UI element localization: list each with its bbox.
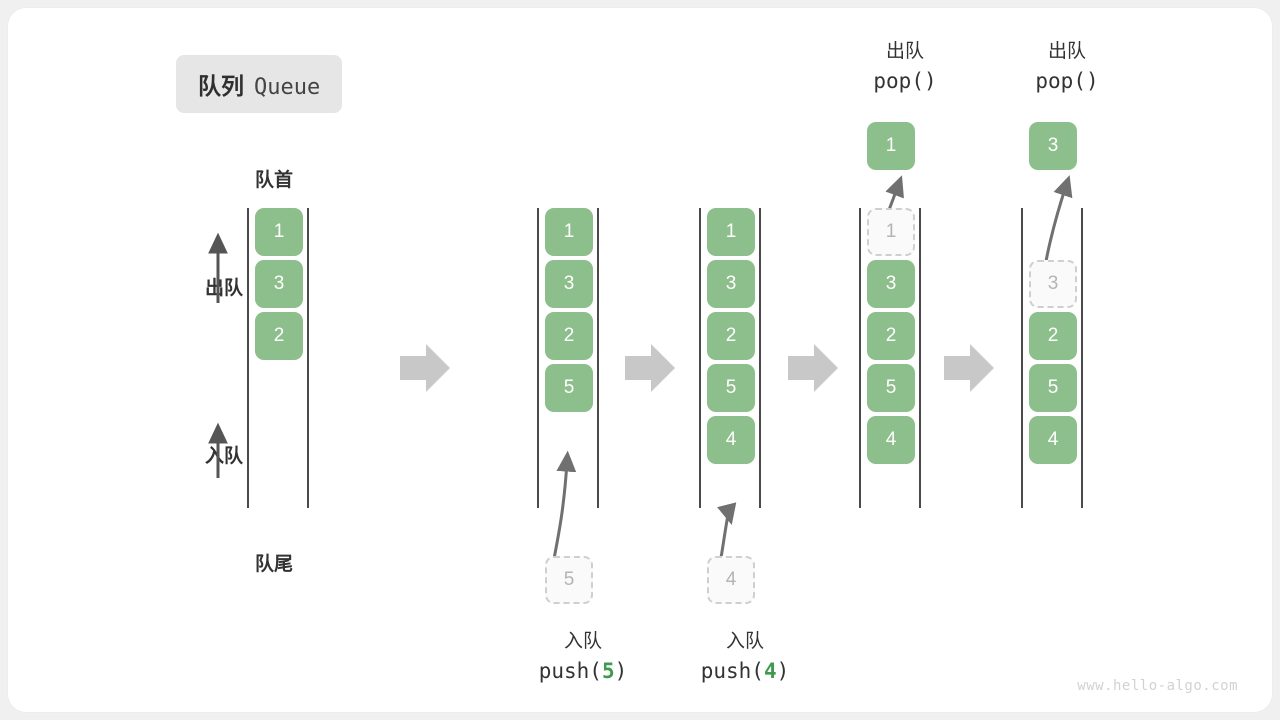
queue-cell: 5 bbox=[1029, 364, 1077, 412]
queue-rail-left bbox=[247, 208, 249, 508]
head-label: 队首 bbox=[254, 170, 293, 191]
queue-rails bbox=[523, 208, 643, 508]
tail-label: 队尾 bbox=[254, 554, 293, 575]
caption-label: 入队 bbox=[725, 631, 764, 652]
popped-element: 1 bbox=[867, 122, 915, 170]
caption-pop: 出队 pop() bbox=[815, 38, 995, 96]
title-english: Queue bbox=[254, 75, 321, 100]
queue-cell: 3 bbox=[255, 260, 303, 308]
caption-label: 出队 bbox=[885, 41, 924, 62]
queue-rail-left bbox=[859, 208, 861, 508]
queue-cell: 3 bbox=[707, 260, 755, 308]
enqueue-label: 入队 bbox=[204, 446, 243, 467]
caption-code-argument: 4 bbox=[763, 658, 777, 683]
watermark: www.hello-algo.com bbox=[1077, 678, 1238, 694]
queue-rails bbox=[1007, 208, 1127, 508]
queue-cell: 5 bbox=[867, 364, 915, 412]
queue-cell-ghost: 3 bbox=[1029, 260, 1077, 308]
queue-cell: 3 bbox=[867, 260, 915, 308]
diagram-card: 队列 Queue 队首 队尾 出队 入队 bbox=[8, 8, 1272, 712]
incoming-element-ghost: 5 bbox=[545, 556, 593, 604]
queue-cell-ghost: 1 bbox=[867, 208, 915, 256]
title-chinese: 队列 bbox=[198, 73, 244, 99]
incoming-element-ghost: 4 bbox=[707, 556, 755, 604]
queue-rail-right bbox=[919, 208, 921, 508]
queue-rail-right bbox=[1081, 208, 1083, 508]
queue-cell: 2 bbox=[1029, 312, 1077, 360]
queue-rails bbox=[685, 208, 805, 508]
queue-rail-left bbox=[1021, 208, 1023, 508]
caption-code: push(4) bbox=[700, 658, 790, 683]
queue-empty-slot bbox=[1029, 208, 1077, 256]
queue-rail-right bbox=[759, 208, 761, 508]
queue-cell: 5 bbox=[545, 364, 593, 412]
caption-code: pop() bbox=[873, 68, 937, 93]
caption-label: 入队 bbox=[563, 631, 602, 652]
caption-code: pop() bbox=[1035, 68, 1099, 93]
queue-cell: 4 bbox=[867, 416, 915, 464]
dequeue-label: 出队 bbox=[204, 278, 243, 299]
caption-push: 入队 push(5) bbox=[493, 628, 673, 686]
queue-rail-right bbox=[597, 208, 599, 508]
caption-label: 出队 bbox=[1047, 41, 1086, 62]
queue-cell: 1 bbox=[255, 208, 303, 256]
queue-cell: 2 bbox=[867, 312, 915, 360]
queue-rail-left bbox=[537, 208, 539, 508]
queue-cell: 4 bbox=[707, 416, 755, 464]
queue-cell: 5 bbox=[707, 364, 755, 412]
caption-code: push(5) bbox=[538, 658, 628, 683]
queue-cell: 4 bbox=[1029, 416, 1077, 464]
queue-cell: 2 bbox=[707, 312, 755, 360]
caption-pop: 出队 pop() bbox=[977, 38, 1157, 96]
queue-cell: 2 bbox=[545, 312, 593, 360]
queue-cell: 2 bbox=[255, 312, 303, 360]
title-badge: 队列 Queue bbox=[176, 55, 343, 113]
stage-transition-arrow bbox=[400, 344, 450, 392]
queue-rail-left bbox=[699, 208, 701, 508]
queue-rails bbox=[845, 208, 965, 508]
popped-element: 3 bbox=[1029, 122, 1077, 170]
queue-cell: 1 bbox=[707, 208, 755, 256]
caption-push: 入队 push(4) bbox=[655, 628, 835, 686]
queue-cell: 3 bbox=[545, 260, 593, 308]
queue-cell: 1 bbox=[545, 208, 593, 256]
caption-code-argument: 5 bbox=[601, 658, 615, 683]
queue-rails bbox=[233, 208, 353, 508]
queue-rail-right bbox=[307, 208, 309, 508]
